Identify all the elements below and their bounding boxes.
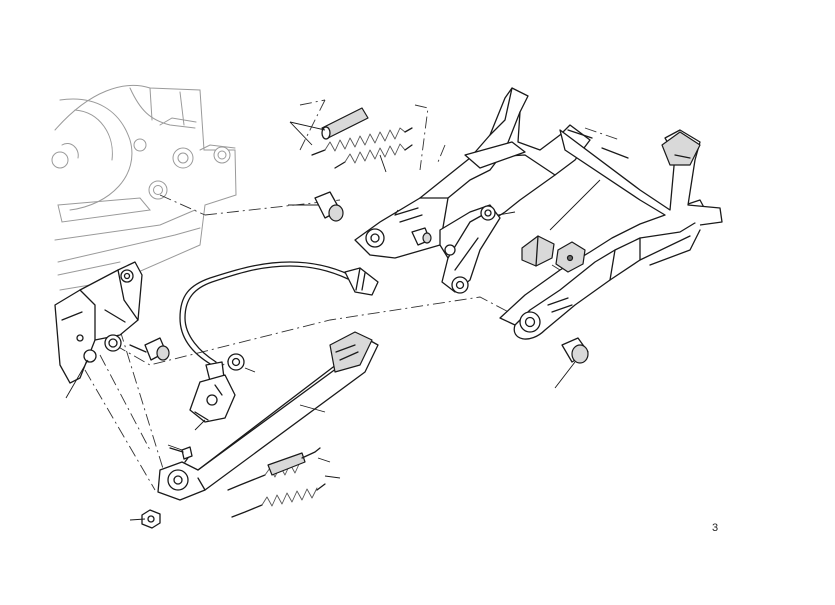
- side-stand-leg: [157, 331, 379, 501]
- page-number: 3: [712, 522, 719, 534]
- leader-lines: [65, 121, 601, 521]
- nut: [141, 509, 161, 529]
- center-stand-springs: [311, 107, 413, 169]
- center-stand-frame: [354, 87, 723, 340]
- engine-casing: [51, 84, 237, 291]
- center-stand-pivot-plate: [439, 204, 501, 294]
- side-stand-springs: [227, 447, 326, 518]
- side-stand-switch: [179, 261, 379, 423]
- stand-pin: [169, 446, 193, 460]
- pivot-bushing-lower: [561, 337, 589, 364]
- pivot-bolt: [411, 227, 432, 246]
- pivot-bushing-upper: [314, 191, 344, 222]
- side-stand-bracket: [54, 261, 143, 384]
- bracket-bolt: [129, 337, 170, 361]
- stand-rubber-pads: [521, 235, 586, 273]
